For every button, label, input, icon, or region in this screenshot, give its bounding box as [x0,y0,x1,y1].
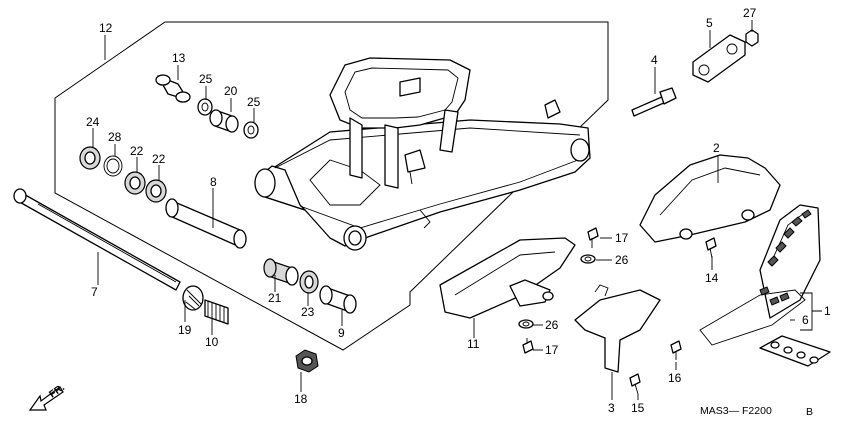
collar-9 [319,285,357,314]
label-14: 14 [705,271,719,285]
label-11: 11 [467,337,480,351]
label-28: 28 [108,130,122,144]
pivot-adjuster-19 [182,285,204,311]
swingarm-group-frame [54,21,609,351]
label-1: 1 [824,304,831,318]
label-26b: 26 [545,318,559,332]
chain-case-2 [639,154,781,243]
label-17b: 17 [545,343,559,357]
swingarm-body [254,57,591,251]
washer-26b [518,319,534,329]
label-18: 18 [294,392,308,406]
label-13: 13 [172,51,186,65]
bearing-24 [79,146,101,170]
label-27: 27 [743,6,757,20]
label-3: 3 [608,401,615,415]
adjuster-plate-5 [692,34,746,83]
label-21: 21 [268,291,282,305]
chain-joint-6 [759,335,831,367]
bearing-22b [145,179,167,203]
circlip-28 [103,155,123,177]
label-4: 4 [651,53,658,67]
diagram-code: MAS3— F2200 [700,405,772,417]
label-20: 20 [224,84,238,98]
diagram-code-suffix: B [806,406,813,418]
label-22a: 22 [130,144,144,158]
collar-13 [155,74,191,103]
dust-seal-25b [243,121,259,139]
label-26a: 26 [615,253,629,267]
part-number-labels: 12 13 25 20 25 24 28 22 22 8 7 19 10 21 … [86,6,831,415]
label-5: 5 [706,16,713,30]
label-15: 15 [631,401,645,415]
chain-slider-11 [439,237,576,319]
label-10: 10 [205,335,219,349]
bolt-14 [705,237,717,259]
washer-26a [580,254,596,264]
bolt-17b [522,338,534,354]
label-22b: 22 [152,152,166,166]
label-25a: 25 [199,72,213,86]
label-16: 16 [668,371,682,385]
pivot-collar-8 [165,198,247,249]
drive-chain-1 [699,204,821,346]
bushing-20 [209,109,239,133]
label-23: 23 [301,305,315,319]
front-direction-indicator: FR. [28,382,67,411]
bearing-23 [299,270,319,294]
label-6: 6 [802,313,809,327]
label-7: 7 [91,285,98,299]
adjust-bolt-4 [631,87,677,117]
bolt-17a [587,227,599,248]
bolt-16 [670,340,682,360]
label-2: 2 [713,141,720,155]
label-17a: 17 [615,231,629,245]
bolt-15 [629,373,641,395]
chain-guard-3 [574,284,661,373]
label-24: 24 [86,115,100,129]
dust-seal-25a [197,98,213,116]
nut-18 [295,349,319,373]
nut-27 [745,29,759,47]
bearing-21 [263,258,299,286]
label-25b: 25 [247,95,261,109]
leader-lines [92,20,822,400]
label-19: 19 [178,323,192,337]
pivot-shaft-7 [13,188,181,291]
lock-nut-10 [204,299,229,325]
label-9: 9 [338,326,345,340]
label-8: 8 [210,175,217,189]
bearing-22a [124,171,146,195]
front-arrow-icon [28,386,64,411]
label-12: 12 [99,21,113,35]
